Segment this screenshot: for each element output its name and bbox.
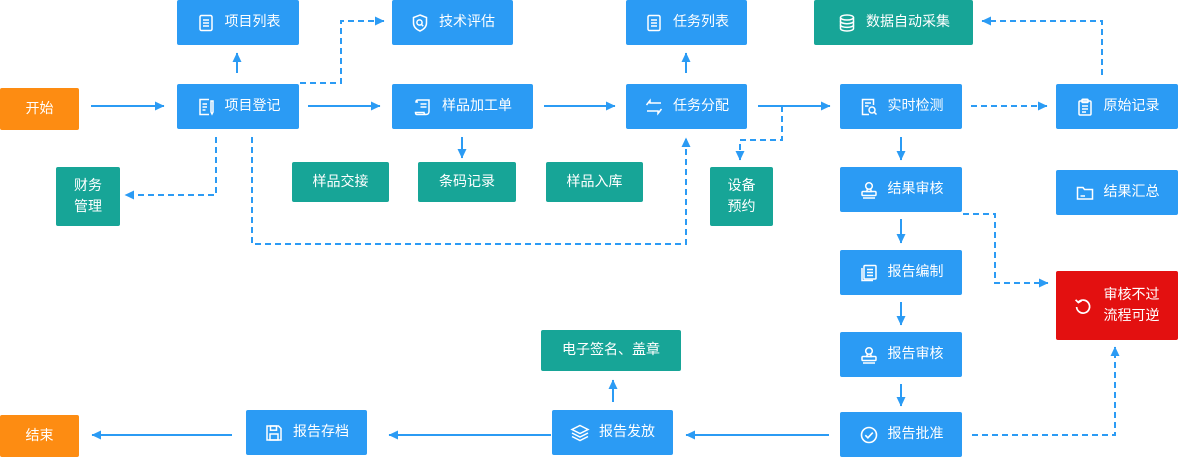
e-sign-label: 电子签名、盖章 [562, 342, 660, 359]
irreversible-label: 审核不过流程可逆 [1103, 287, 1160, 324]
task-list-label: 任务列表 [673, 14, 729, 31]
project-register-node[interactable]: 项目登记 [177, 84, 299, 129]
arrow-register-to-finance [124, 137, 217, 200]
shield-search-icon [410, 13, 430, 33]
arrow-result-review-to-irreversible [963, 213, 1049, 288]
end-label: 结束 [25, 427, 54, 444]
arrow-task-assign-to-device-booking [735, 106, 783, 161]
tech-eval-label: 技术评估 [439, 14, 495, 31]
arrow-raw-record-to-auto-collect [981, 16, 1103, 75]
save-icon [264, 423, 284, 443]
stamp-icon [859, 345, 879, 365]
register-form-icon [196, 97, 216, 117]
arrow-register-to-tech-eval [300, 16, 385, 84]
report-compile-node[interactable]: 报告编制 [840, 250, 962, 295]
report-compile-label: 报告编制 [887, 264, 944, 281]
sample-order-label: 样品加工单 [442, 98, 512, 115]
finance-label: 财务管理 [74, 178, 102, 215]
undo-icon [1073, 296, 1093, 316]
start-node[interactable]: 开始 [0, 88, 79, 130]
auto-collect-label: 数据自动采集 [866, 14, 950, 31]
sample-storage-node[interactable]: 样品入库 [546, 162, 643, 202]
sample-handover-label: 样品交接 [312, 173, 369, 190]
sample-order-node[interactable]: 样品加工单 [392, 84, 533, 129]
realtime-detect-label: 实时检测 [887, 98, 944, 115]
scroll-icon [413, 97, 433, 117]
result-summary-label: 结果汇总 [1103, 184, 1160, 201]
e-sign-node[interactable]: 电子签名、盖章 [541, 330, 681, 371]
document-search-icon [859, 97, 879, 117]
task-list-node[interactable]: 任务列表 [626, 0, 747, 45]
device-booking-node[interactable]: 设备预约 [710, 167, 773, 226]
list-icon [196, 13, 216, 33]
barcode-record-node[interactable]: 条码记录 [418, 162, 516, 202]
folder-icon [1075, 183, 1095, 203]
arrow-approve-to-irreversible [972, 346, 1120, 436]
project-register-label: 项目登记 [224, 98, 281, 115]
arrow-register-loop-to-task-assign [251, 137, 691, 245]
project-list-label: 项目列表 [224, 14, 281, 31]
stack-document-icon [859, 263, 879, 283]
realtime-detect-node[interactable]: 实时检测 [840, 84, 962, 129]
stamp-icon [859, 180, 879, 200]
check-circle-icon [859, 425, 879, 445]
task-assign-node[interactable]: 任务分配 [626, 84, 747, 129]
swap-arrows-icon [644, 97, 664, 117]
report-archive-label: 报告存档 [293, 424, 349, 441]
list-icon [644, 13, 664, 33]
result-review-label: 结果审核 [887, 181, 944, 198]
device-booking-label: 设备预约 [727, 178, 756, 215]
irreversible-node[interactable]: 审核不过流程可逆 [1056, 271, 1178, 340]
auto-collect-node[interactable]: 数据自动采集 [814, 0, 973, 45]
result-summary-node[interactable]: 结果汇总 [1056, 170, 1178, 215]
raw-record-node[interactable]: 原始记录 [1056, 84, 1178, 129]
report-issue-label: 报告发放 [599, 424, 655, 441]
raw-record-label: 原始记录 [1103, 98, 1160, 115]
report-review-node[interactable]: 报告审核 [840, 332, 962, 377]
start-label: 开始 [25, 100, 54, 117]
report-archive-node[interactable]: 报告存档 [246, 410, 367, 455]
project-list-node[interactable]: 项目列表 [177, 0, 299, 45]
layers-icon [570, 423, 590, 443]
end-node[interactable]: 结束 [0, 415, 79, 457]
barcode-record-label: 条码记录 [439, 173, 495, 190]
result-review-node[interactable]: 结果审核 [840, 167, 962, 212]
finance-node[interactable]: 财务管理 [56, 167, 120, 226]
database-icon [837, 13, 857, 33]
report-approve-label: 报告批准 [887, 426, 944, 443]
clipboard-icon [1075, 97, 1095, 117]
tech-eval-node[interactable]: 技术评估 [392, 0, 513, 45]
report-issue-node[interactable]: 报告发放 [552, 410, 673, 455]
sample-handover-node[interactable]: 样品交接 [292, 162, 389, 202]
report-review-label: 报告审核 [887, 346, 944, 363]
task-assign-label: 任务分配 [673, 98, 729, 115]
report-approve-node[interactable]: 报告批准 [840, 412, 962, 457]
sample-storage-label: 样品入库 [566, 173, 623, 190]
